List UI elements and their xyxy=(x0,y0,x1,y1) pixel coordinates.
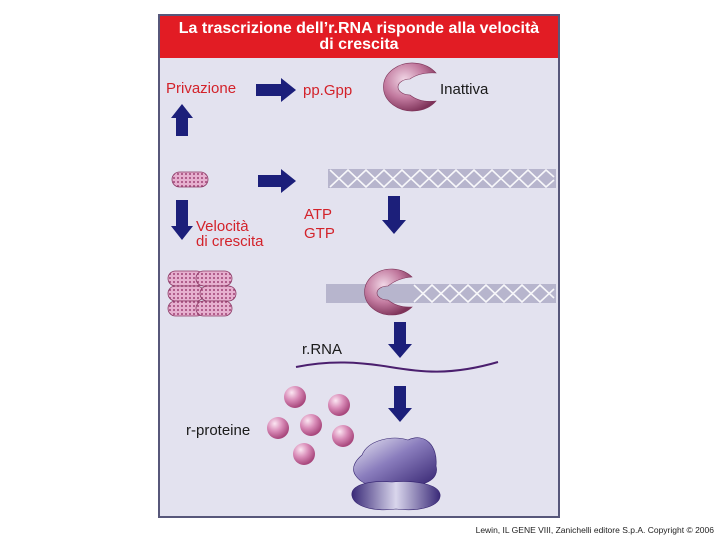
label-atp: ATP xyxy=(304,206,333,223)
rrna-strand xyxy=(295,361,499,373)
active-polymerase-shape xyxy=(364,268,413,316)
ribosome xyxy=(351,437,441,511)
dna-helix-bottom xyxy=(326,283,556,304)
arrow-down-to-polymerase xyxy=(382,196,406,234)
title-bar: La trascrizione dell’r.RNA risponde alla… xyxy=(160,16,558,58)
label-r-proteine: r-proteine xyxy=(186,422,251,439)
arrow-down-to-rrna xyxy=(388,322,412,358)
figure-panel: La trascrizione dell’r.RNA risponde alla… xyxy=(158,14,560,518)
copyright-credit: Lewin, IL GENE VIII, Zanichelli editore … xyxy=(475,525,714,535)
r-proteins xyxy=(267,386,354,465)
arrow-down-to-ribosome xyxy=(388,386,412,422)
label-privazione: Privazione xyxy=(166,80,237,97)
label-di-crescita: di crescita xyxy=(196,233,264,250)
label-ppgpp: pp.Gpp xyxy=(303,82,353,99)
inactive-polymerase-shape xyxy=(383,62,437,112)
arrow-privazione-to-ppgpp xyxy=(256,78,296,102)
single-cell xyxy=(171,171,209,188)
arrow-cell-to-dna xyxy=(258,169,296,193)
arrow-down-velocita xyxy=(171,200,193,240)
arrow-up-privazione xyxy=(171,104,193,136)
label-inattiva: Inattiva xyxy=(440,81,489,98)
dna-helix-top xyxy=(328,168,556,189)
label-gtp: GTP xyxy=(304,225,335,242)
cell-cluster xyxy=(167,270,237,317)
label-velocita: Velocità xyxy=(196,218,249,235)
label-rrna: r.RNA xyxy=(302,341,343,358)
figure-title: La trascrizione dell’r.RNA risponde alla… xyxy=(178,20,540,53)
